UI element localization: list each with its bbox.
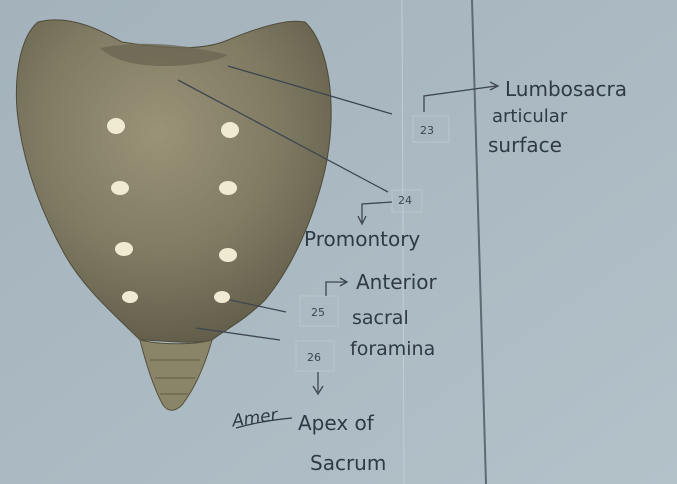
label-25-line2: sacral [352, 307, 409, 329]
foramen-left-2 [111, 181, 129, 195]
label-26-number: 26 [307, 351, 321, 364]
label-24-text: Promontory [304, 227, 420, 251]
label-26-line1: Apex of [298, 411, 375, 435]
label-26-line2: Sacrum [310, 451, 386, 475]
foramen-right-2 [219, 181, 237, 195]
label-25-line3: foramina [350, 338, 435, 360]
label-25-line1: Anterior [356, 270, 438, 294]
foramen-right-3 [219, 248, 237, 262]
label-23-line2: articular [492, 106, 568, 127]
label-24-number: 24 [398, 194, 412, 207]
foramen-left-1 [107, 118, 125, 134]
label-23-number: 23 [420, 124, 434, 137]
foramen-left-4 [122, 291, 138, 303]
foramen-right-4 [214, 291, 230, 303]
foramen-right-1 [221, 122, 239, 138]
label-23-line1: Lumbosacra [505, 77, 627, 101]
label-25-number: 25 [311, 306, 325, 319]
foramen-left-3 [115, 242, 133, 256]
label-23-line3: surface [488, 133, 562, 157]
